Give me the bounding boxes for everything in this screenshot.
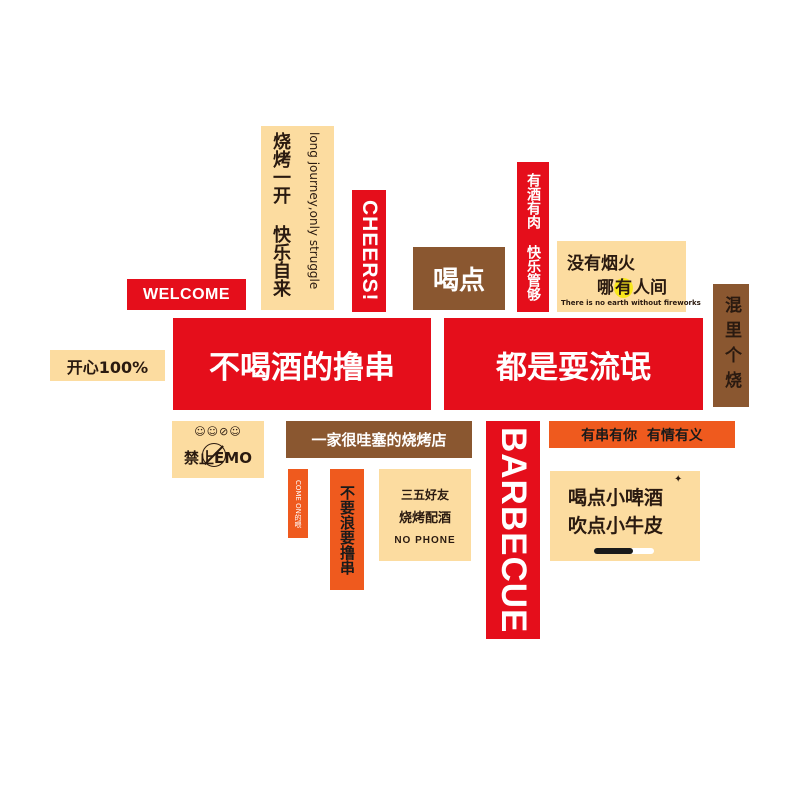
beer-line1: 喝点小啤酒 [568,487,664,509]
fireworks-line1: 没有烟火 [567,254,635,274]
fireworks-line2-post: 人间 [633,278,667,298]
no-phone-text: NO PHONE [394,535,456,546]
main-banner-left: 不喝酒的撸串 [173,318,431,410]
main-banner-right: 都是耍流氓 [444,318,703,410]
beer-line2: 吹点小牛皮 [568,515,664,537]
cheers-sign: CHEERS! [352,190,386,312]
shop-sign: 一家很哇塞的烧烤店 [286,421,472,458]
dont-wander-text: 不要浪要撸串 [338,484,356,575]
come-on-sign: COME ON的喂 [288,469,308,538]
beer-brag-sign: 喝点小啤酒 ✦ 吹点小牛皮 [550,471,700,561]
dont-wander-sign: 不要浪要撸串 [330,469,364,590]
come-on-text: COME ON的喂 [294,479,302,528]
fireworks-line2-pre: 哪 [597,278,614,298]
barbecue-sign: BARBECUE [486,421,540,639]
cheers-text: CHEERS! [358,200,381,302]
no-emo-sign: ☺☺⊘☺ 禁止EMO [172,421,264,478]
emo-faces: ☺☺⊘☺ [194,425,242,438]
drink-sign: 喝点 [413,247,505,310]
friends-line1: 三五好友 [400,488,449,502]
welcome-sign: WELCOME [127,279,246,310]
progress-bar [594,548,654,554]
bbq-happy-text: 烧烤一开 快乐自来 [270,132,291,297]
progress-fill [594,548,633,554]
fireworks-subtitle: There is no earth without fireworks [561,299,701,307]
fireworks-line2: 哪有人间 [597,273,667,298]
skewers-friends-sign: 有串有你 有情有义 [549,421,735,448]
friends-sign: 三五好友 烧烤配酒 NO PHONE [379,469,471,561]
fireworks-sign: 没有烟火 哪有人间 There is no earth without fire… [557,241,701,312]
fireworks-highlight: 有 [614,278,633,298]
barbecue-text: BARBECUE [494,426,533,634]
friends-line2: 烧烤配酒 [398,511,451,526]
hunli-sign: 混里个烧 [713,284,749,407]
wine-meat-sign: 有酒有肉 快乐管够 [517,162,549,312]
hunli-text: 混里个烧 [721,295,741,396]
bbq-happy-sign: 烧烤一开 快乐自来 long journey,only struggle [261,126,334,310]
long-journey-text: long journey,only struggle [307,132,321,290]
prohibit-icon [202,443,226,467]
sparkle-icon: ✦ [674,474,683,485]
happy-percent-sign: 开心100% [50,350,165,381]
wine-meat-text: 有酒有肉 快乐管够 [525,173,541,301]
